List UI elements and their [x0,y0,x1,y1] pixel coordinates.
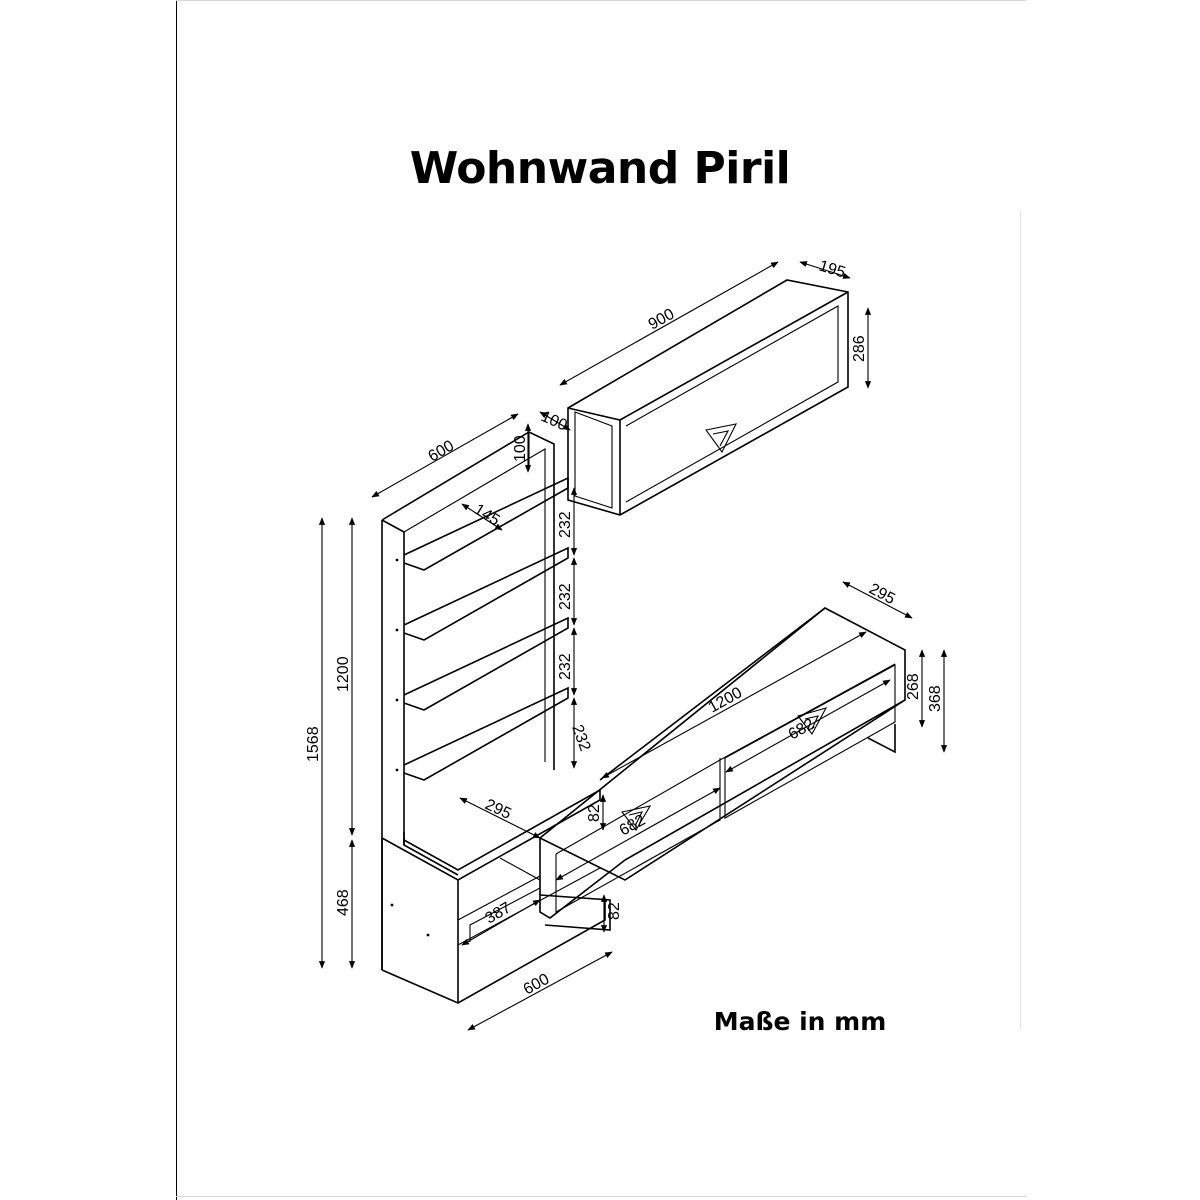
dim-shelf-spacing-1: 232 [557,511,574,538]
page-title: Wohnwand Piril [409,143,791,194]
dim-wall-cabinet-width: 900 [646,306,678,334]
frame-right-line [1020,210,1021,1030]
dim-shelf-spacing-2: 232 [557,583,574,610]
wall-cabinet [567,279,849,516]
dim-shelf-spacing-4: 232 [568,723,593,754]
dim-drawer-height: 82 [586,804,603,822]
dim-shelf-spacing-3: 232 [557,653,574,680]
dimension-lines [318,261,948,1031]
dim-shelf-width-top: 600 [426,437,458,465]
dim-shelf-top-offset: 100 [538,408,569,434]
dim-base-depth: 295 [482,796,513,823]
dim-base-width: 600 [521,971,553,999]
tv-board [539,607,906,931]
dim-drawer-width-right: 682 [786,716,818,744]
dim-base-height: 468 [335,889,352,916]
dim-shelf-depth: 145 [471,501,503,530]
units-note: Maße in mm [713,1007,887,1036]
dim-drawer-width-left: 682 [617,812,649,840]
dim-tv-board-height-total: 368 [927,685,944,712]
frame-bottom-line [176,1196,1026,1197]
dim-shelf-top-gap: 100 [512,435,529,462]
frame-left-line [176,0,177,1200]
dim-leg-height: 82 [606,902,623,920]
dim-wall-cabinet-height: 286 [851,335,868,362]
frame-top-line [176,0,1026,1]
dim-tv-board-height-body: 268 [905,673,922,700]
dim-total-height: 1568 [305,726,322,762]
dim-tv-board-depth: 295 [866,581,898,609]
dim-wall-cabinet-depth: 195 [817,258,848,282]
dim-shelf-tower-height: 1200 [335,656,352,692]
